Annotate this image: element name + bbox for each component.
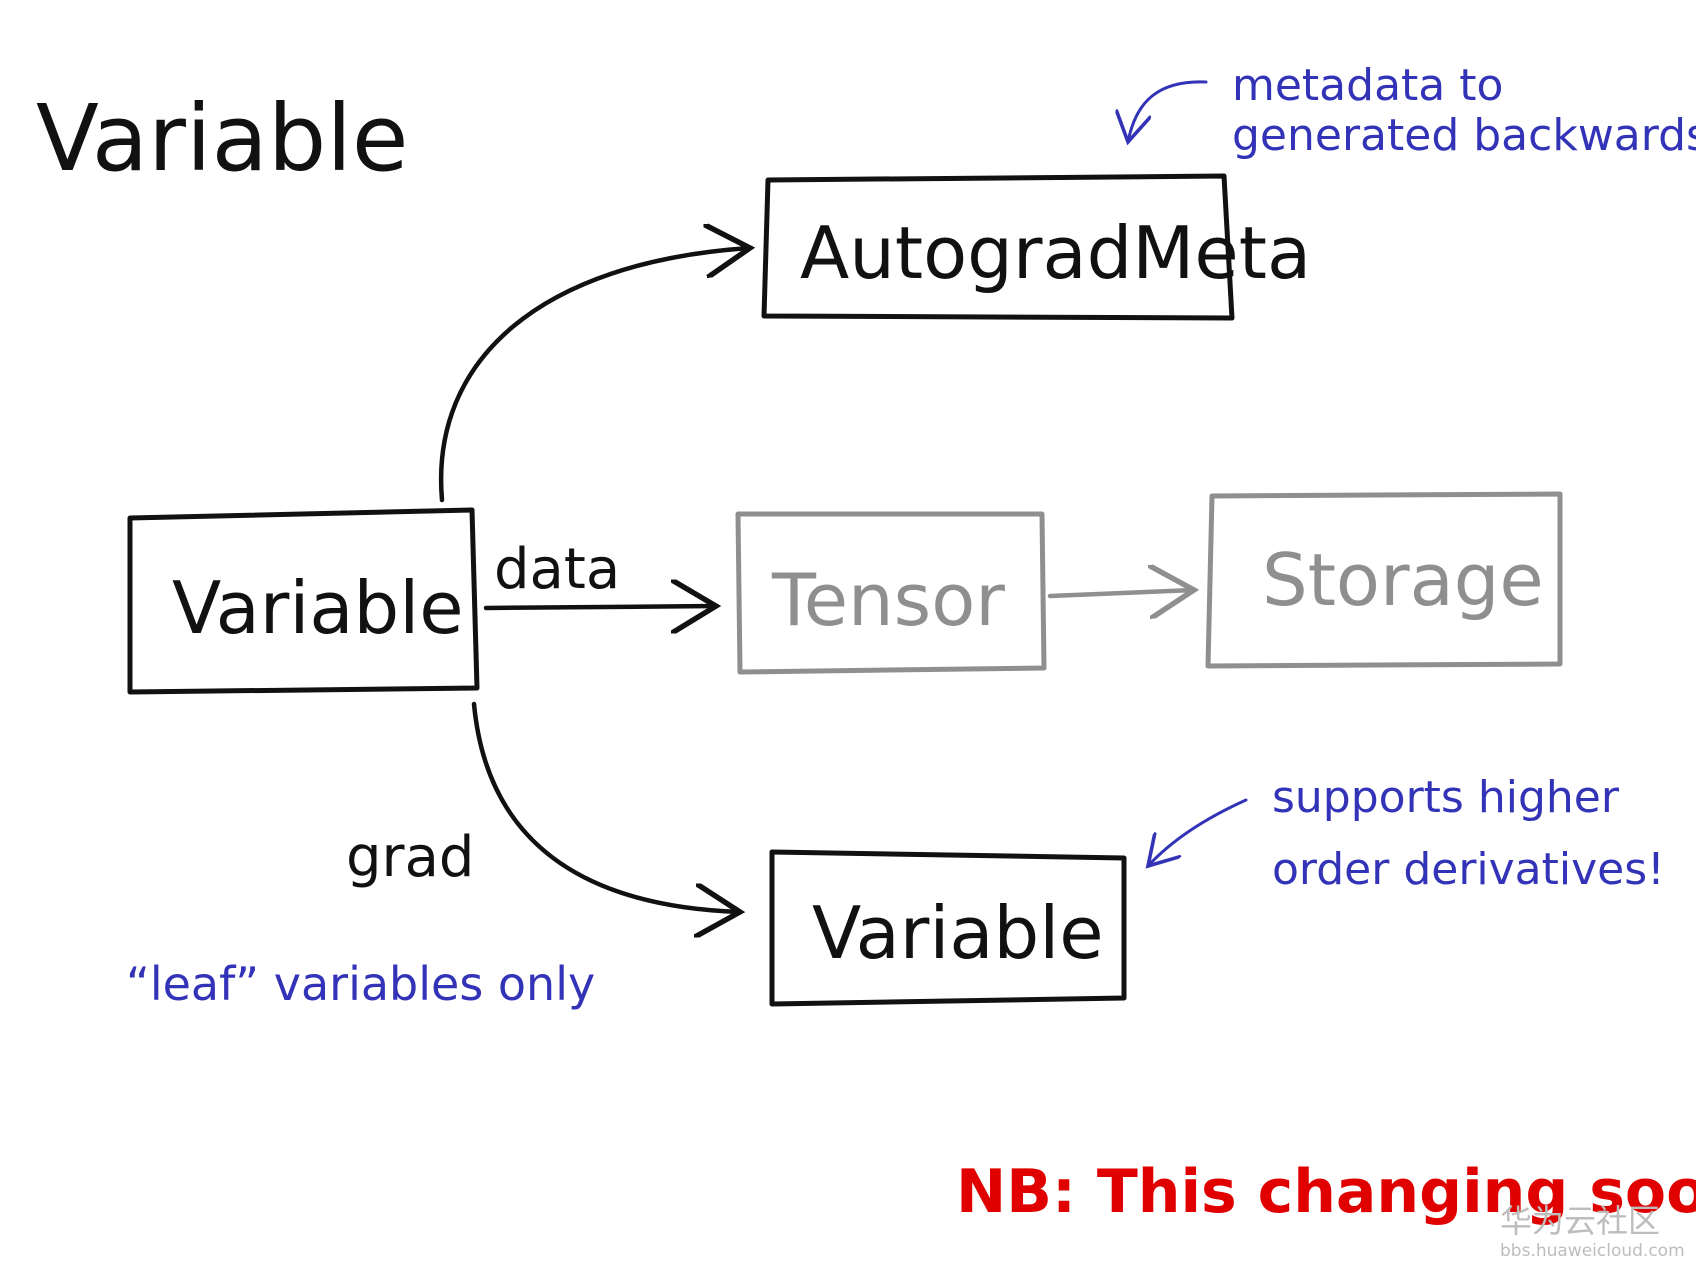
watermark-cn: 华为云社区 — [1500, 1202, 1660, 1240]
node-storage: Storage — [1205, 491, 1563, 669]
note-metadata-line2: generated backwards — [1232, 110, 1696, 161]
edge-grad-label: grad — [346, 825, 474, 890]
node-variable-grad-label: Variable — [812, 891, 1104, 975]
note-leaf: “leaf” variables only — [126, 957, 595, 1011]
edge-variable-to-autograd-meta — [438, 248, 750, 503]
node-tensor-label: Tensor — [771, 558, 1005, 642]
note-metadata-line1: metadata to — [1232, 60, 1503, 111]
edge-data-label: data — [494, 537, 620, 602]
node-autograd-meta: AutogradMeta — [761, 173, 1311, 321]
note-metadata-arrow — [1128, 80, 1208, 142]
node-storage-label: Storage — [1262, 538, 1544, 622]
note-higher-order: supports higher order derivatives! — [1148, 772, 1665, 895]
node-variable-main: Variable — [127, 507, 480, 695]
diagram-title: Variable — [36, 85, 409, 192]
node-tensor: Tensor — [735, 511, 1047, 675]
edge-grad — [471, 701, 740, 912]
note-metadata: metadata to generated backwards — [1128, 60, 1696, 161]
watermark-url: bbs.huaweicloud.com — [1500, 1241, 1685, 1261]
watermark: 华为云社区 bbs.huaweicloud.com — [1500, 1202, 1685, 1261]
edge-tensor-to-storage — [1047, 590, 1194, 596]
note-higher-order-line2: order derivatives! — [1272, 844, 1665, 895]
edge-data — [483, 606, 716, 608]
node-autograd-meta-label: AutogradMeta — [800, 211, 1311, 295]
note-higher-order-arrow — [1148, 798, 1248, 866]
node-variable-main-label: Variable — [172, 566, 464, 650]
note-higher-order-line1: supports higher — [1272, 772, 1620, 823]
note-nb: NB: This changing soon! — [956, 1157, 1696, 1227]
node-variable-grad: Variable — [769, 849, 1127, 1007]
